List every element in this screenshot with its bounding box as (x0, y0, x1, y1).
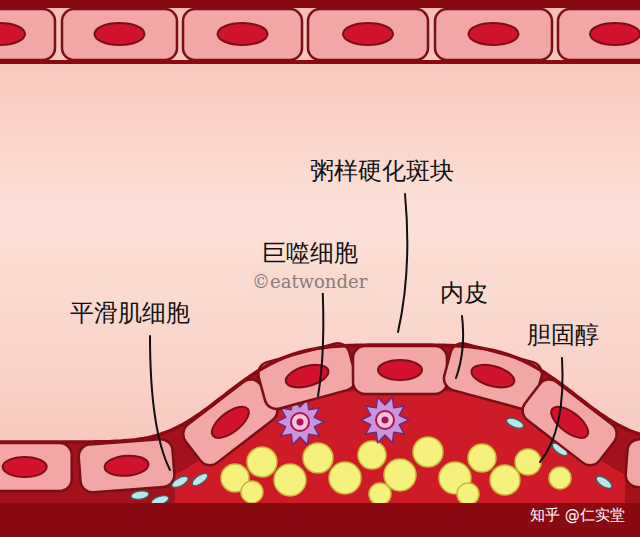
cholesterol-blob (413, 437, 443, 467)
endothelial-cell (353, 346, 447, 394)
lumen-edge (0, 345, 640, 442)
part-label: 胆固醇 (527, 322, 599, 350)
cell-body (0, 9, 55, 60)
cholesterol-blob (384, 459, 416, 491)
cell-body (62, 9, 177, 60)
lower-vessel-wall (0, 341, 640, 537)
watermark: 知乎 @仁实堂 (530, 507, 625, 524)
endothelial-cell (62, 9, 177, 60)
cholesterol-blob (515, 449, 541, 475)
cell-body (558, 9, 640, 60)
vessel-border (0, 0, 640, 8)
cell-nucleus (378, 360, 422, 380)
cholesterol-blob (274, 464, 306, 496)
cell-nucleus (104, 454, 149, 477)
cholesterol-blob (490, 465, 520, 495)
leader-line (398, 194, 407, 332)
endothelial-cell (435, 9, 552, 60)
plaque-core (175, 391, 625, 505)
cell-body (183, 9, 302, 60)
macrophage-core (297, 419, 304, 426)
cell-body (435, 9, 552, 60)
part-label: 巨噬细胞 (262, 240, 358, 268)
macrophage-core (382, 417, 389, 424)
endothelial-cell (0, 443, 72, 491)
cell-body (308, 9, 428, 60)
leader-line (456, 316, 463, 378)
cholesterol-blob (303, 443, 333, 473)
cell-body (625, 438, 640, 493)
watermark: ©eatwonder (250, 272, 369, 293)
endothelial-cell (308, 9, 428, 60)
endothelial-cell (183, 9, 302, 60)
part-label: 平滑肌细胞 (70, 300, 190, 328)
endothelial-cell (0, 9, 55, 60)
smooth-muscle-cell (594, 474, 613, 491)
vessel-border (0, 503, 640, 537)
macrophage-nucleus (291, 413, 309, 431)
cell-nucleus (95, 23, 145, 45)
cholesterol-blob (358, 441, 386, 469)
part-label: 粥样硬化斑块 (310, 158, 454, 186)
leader-line (540, 358, 563, 462)
macrophage-nucleus (376, 411, 394, 429)
cholesterol-blob (549, 467, 571, 489)
macrophage (361, 397, 409, 443)
vessel-border (0, 60, 640, 64)
macrophage-body (361, 397, 409, 443)
part-label: 内皮 (440, 280, 488, 308)
cell-nucleus (207, 401, 254, 444)
cell-nucleus (343, 23, 393, 45)
endothelial-cell (625, 438, 640, 493)
cell-nucleus (283, 361, 331, 392)
leader-lines (150, 194, 563, 470)
cholesterol-blob (247, 447, 277, 477)
cell-nucleus (0, 23, 25, 45)
endothelial-cell (558, 9, 640, 60)
cell-body (353, 346, 447, 394)
cell-body (0, 443, 72, 491)
smooth-muscle-cell (505, 416, 525, 430)
leader-line (318, 276, 323, 396)
cholesterol-blob (241, 481, 263, 503)
upper-vessel-wall (0, 0, 640, 62)
cholesterol-blob (468, 444, 496, 472)
cholesterol-blob (369, 483, 391, 505)
cell-nucleus (590, 23, 640, 45)
cell-nucleus (3, 457, 47, 477)
cell-nucleus (218, 23, 268, 45)
cell-nucleus (469, 23, 519, 45)
smooth-muscle-cell (190, 471, 209, 488)
cell-nucleus (469, 361, 517, 392)
cholesterol-blob (457, 483, 479, 505)
cholesterol-blob (329, 462, 361, 494)
leader-line (150, 336, 170, 470)
smooth-muscle-cell (130, 490, 149, 501)
